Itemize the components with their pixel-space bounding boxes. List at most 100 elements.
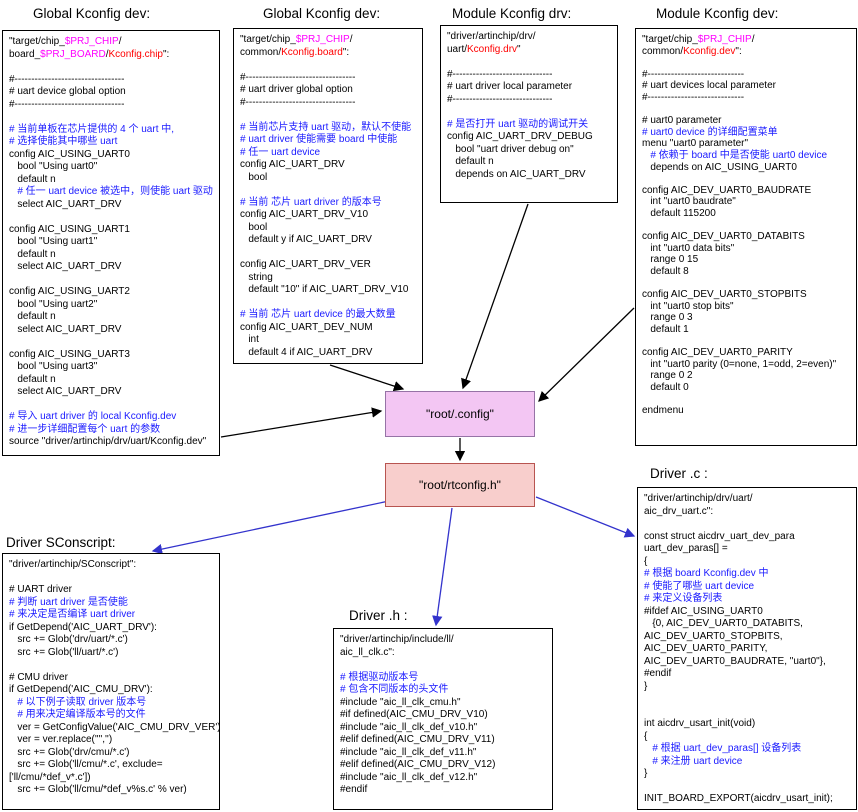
code-box-kconfig-board: "target/chip_$PRJ_CHIP/common/Kconfig.bo…: [233, 28, 423, 364]
code-line: bool "Using uart1": [9, 236, 98, 247]
code-line: #ifdef AIC_USING_UART0: [644, 605, 763, 617]
code-line: #if defined(AIC_CMU_DRV_V10): [340, 709, 488, 720]
code-line: #-----------------------------: [642, 68, 745, 80]
arrow-kconfig-dev-to-config: [538, 307, 635, 402]
code-line: [9, 111, 213, 124]
code-line: config AIC_UART_DRV_DEBUG: [447, 131, 593, 142]
code-line: config AIC_UART_DRV_VER: [240, 259, 371, 270]
code-line: # uart0 parameter: [642, 115, 722, 127]
code-line: ['ll/cmu/*def_v*.c']): [9, 771, 91, 783]
code-line: if GetDepend('AIC_CMU_DRV'):: [9, 684, 153, 695]
code-line: [642, 277, 850, 289]
code-line: bool: [240, 171, 268, 183]
code-line: # 来决定是否编译 uart driver: [9, 609, 136, 620]
code-line: config AIC_USING_UART1: [9, 223, 130, 235]
code-line: [340, 659, 546, 672]
code-line: const struct aicdrv_uart_dev_para: [644, 530, 795, 542]
code-box-kconfig-dev: "target/chip_$PRJ_CHIP/common/Kconfig.de…: [635, 28, 857, 446]
code-line: int "uart0 baudrate": [642, 196, 736, 208]
code-line: # 包含不同版本的头文件: [340, 684, 449, 695]
code-line: default n: [447, 156, 494, 167]
code-line: [9, 399, 213, 412]
code-line: bool "uart driver debug on": [447, 143, 574, 155]
code-line: [9, 659, 213, 672]
code-line: default 0: [642, 381, 689, 393]
code-line: #include "aic_ll_clk_def_v11.h": [340, 746, 477, 758]
code-line: if GetDepend('AIC_UART_DRV'):: [9, 621, 157, 633]
code-line: default 1: [642, 323, 689, 335]
arrow-rtconfig-to-driver-h: [432, 507, 453, 627]
code-line: {: [644, 555, 648, 567]
code-line: [642, 173, 850, 185]
code-line: #include "aic_ll_clk_cmu.h": [340, 696, 461, 708]
code-line: #------------------------------: [447, 68, 553, 80]
node-root-config: "root/.config": [385, 391, 535, 437]
code-line: default n: [9, 311, 56, 322]
code-line: bool "Using uart3": [9, 361, 98, 372]
code-line: select AIC_UART_DRV: [9, 323, 122, 335]
code-line: # uart device global option: [9, 86, 126, 97]
code-line: [644, 518, 850, 531]
box-title-kconfig-dev: Module Kconfig dev:: [656, 6, 779, 21]
code-line: [644, 693, 850, 706]
code-line: # uart devices local parameter: [642, 80, 776, 92]
code-line: source "driver/artinchip/drv/uart/Kconfi…: [9, 436, 207, 447]
code-line: AIC_DEV_UART0_PARITY,: [644, 643, 768, 654]
code-line: {0, AIC_DEV_UART0_DATABITS,: [644, 618, 803, 629]
code-line: menu "uart0 parameter": [642, 138, 749, 150]
code-line: # 进一步详细配置每个 uart 的参数: [9, 423, 161, 435]
code-line: config AIC_USING_UART2: [9, 286, 130, 297]
code-line: # 选择使能其中哪些 uart: [9, 136, 118, 147]
box-title-driver-c: Driver .c :: [650, 466, 708, 481]
code-line: src += Glob('ll/uart/*.c'): [9, 646, 119, 658]
code-line: "driver/artinchip/drv/: [447, 31, 536, 42]
code-line: # 使能了哪些 uart device: [644, 580, 755, 592]
code-line: }: [644, 680, 648, 692]
code-line: default 4 if AIC_UART_DRV: [240, 346, 373, 358]
code-line: # uart0 device 的详细配置菜单: [642, 126, 778, 138]
code-line: # uart driver global option: [240, 84, 353, 95]
arrow-rtconfig-to-driver-c: [535, 496, 636, 538]
code-line: bool "Using uart0": [9, 161, 98, 172]
code-line: endmenu: [642, 405, 684, 416]
code-line: AIC_DEV_UART0_STOPBITS,: [644, 630, 783, 642]
code-line: select AIC_UART_DRV: [9, 261, 122, 272]
code-line: # UART driver: [9, 584, 72, 595]
code-line: # uart driver local parameter: [447, 81, 573, 92]
code-box-sconscript: "driver/artinchip/SConscript": # UART dri…: [2, 553, 220, 810]
code-line: # 任一 uart device 被选中，则使能 uart 驱动: [9, 186, 213, 197]
code-line: uart_dev_paras[] =: [644, 543, 728, 554]
code-line: string: [240, 271, 273, 283]
code-line: [447, 56, 611, 69]
code-line: default 8: [642, 265, 689, 277]
code-line: [240, 297, 416, 310]
code-line: int "uart0 data bits": [642, 242, 735, 254]
code-line: range 0 3: [642, 312, 693, 324]
code-line: config AIC_DEV_UART0_BAUDRATE: [642, 184, 812, 196]
code-line: config AIC_DEV_UART0_PARITY: [642, 347, 793, 359]
code-line: [240, 247, 416, 260]
code-line: default y if AIC_UART_DRV: [240, 234, 372, 245]
code-line: # CMU driver: [9, 671, 68, 683]
code-line: # 当前芯片支持 uart 驱动，默认不使能: [240, 121, 412, 133]
code-line: # 用来决定编译版本号的文件: [9, 709, 146, 720]
code-line: AIC_DEV_UART0_BAUDRATE, "uart0"},: [644, 655, 826, 667]
code-line: # 当前 芯片 uart driver 的版本号: [240, 196, 382, 208]
code-line: [644, 781, 850, 794]
code-line: #elif defined(AIC_CMU_DRV_V11): [340, 734, 495, 745]
code-line: config AIC_UART_DRV: [240, 159, 345, 170]
code-line: src += Glob('ll/cmu/*def_v%s.c' % ver): [9, 784, 187, 795]
code-line: # 是否打开 uart 驱动的调试开关: [447, 118, 589, 130]
code-line: #---------------------------------: [240, 71, 356, 83]
code-box-driver-c: "driver/artinchip/drv/uart/aic_drv_uart.…: [637, 487, 857, 810]
code-line: default n: [9, 173, 56, 185]
code-line: int aicdrv_usart_init(void): [644, 718, 756, 729]
code-line: #---------------------------------: [240, 96, 356, 108]
code-line: [240, 184, 416, 197]
code-line: #elif defined(AIC_CMU_DRV_V12): [340, 759, 496, 770]
code-line: "driver/artinchip/SConscript":: [9, 559, 137, 570]
code-line: config AIC_USING_UART0: [9, 148, 130, 160]
code-line: [447, 106, 611, 119]
code-line: default n: [9, 373, 56, 385]
box-title-kconfig-drv: Module Kconfig drv:: [452, 6, 572, 21]
